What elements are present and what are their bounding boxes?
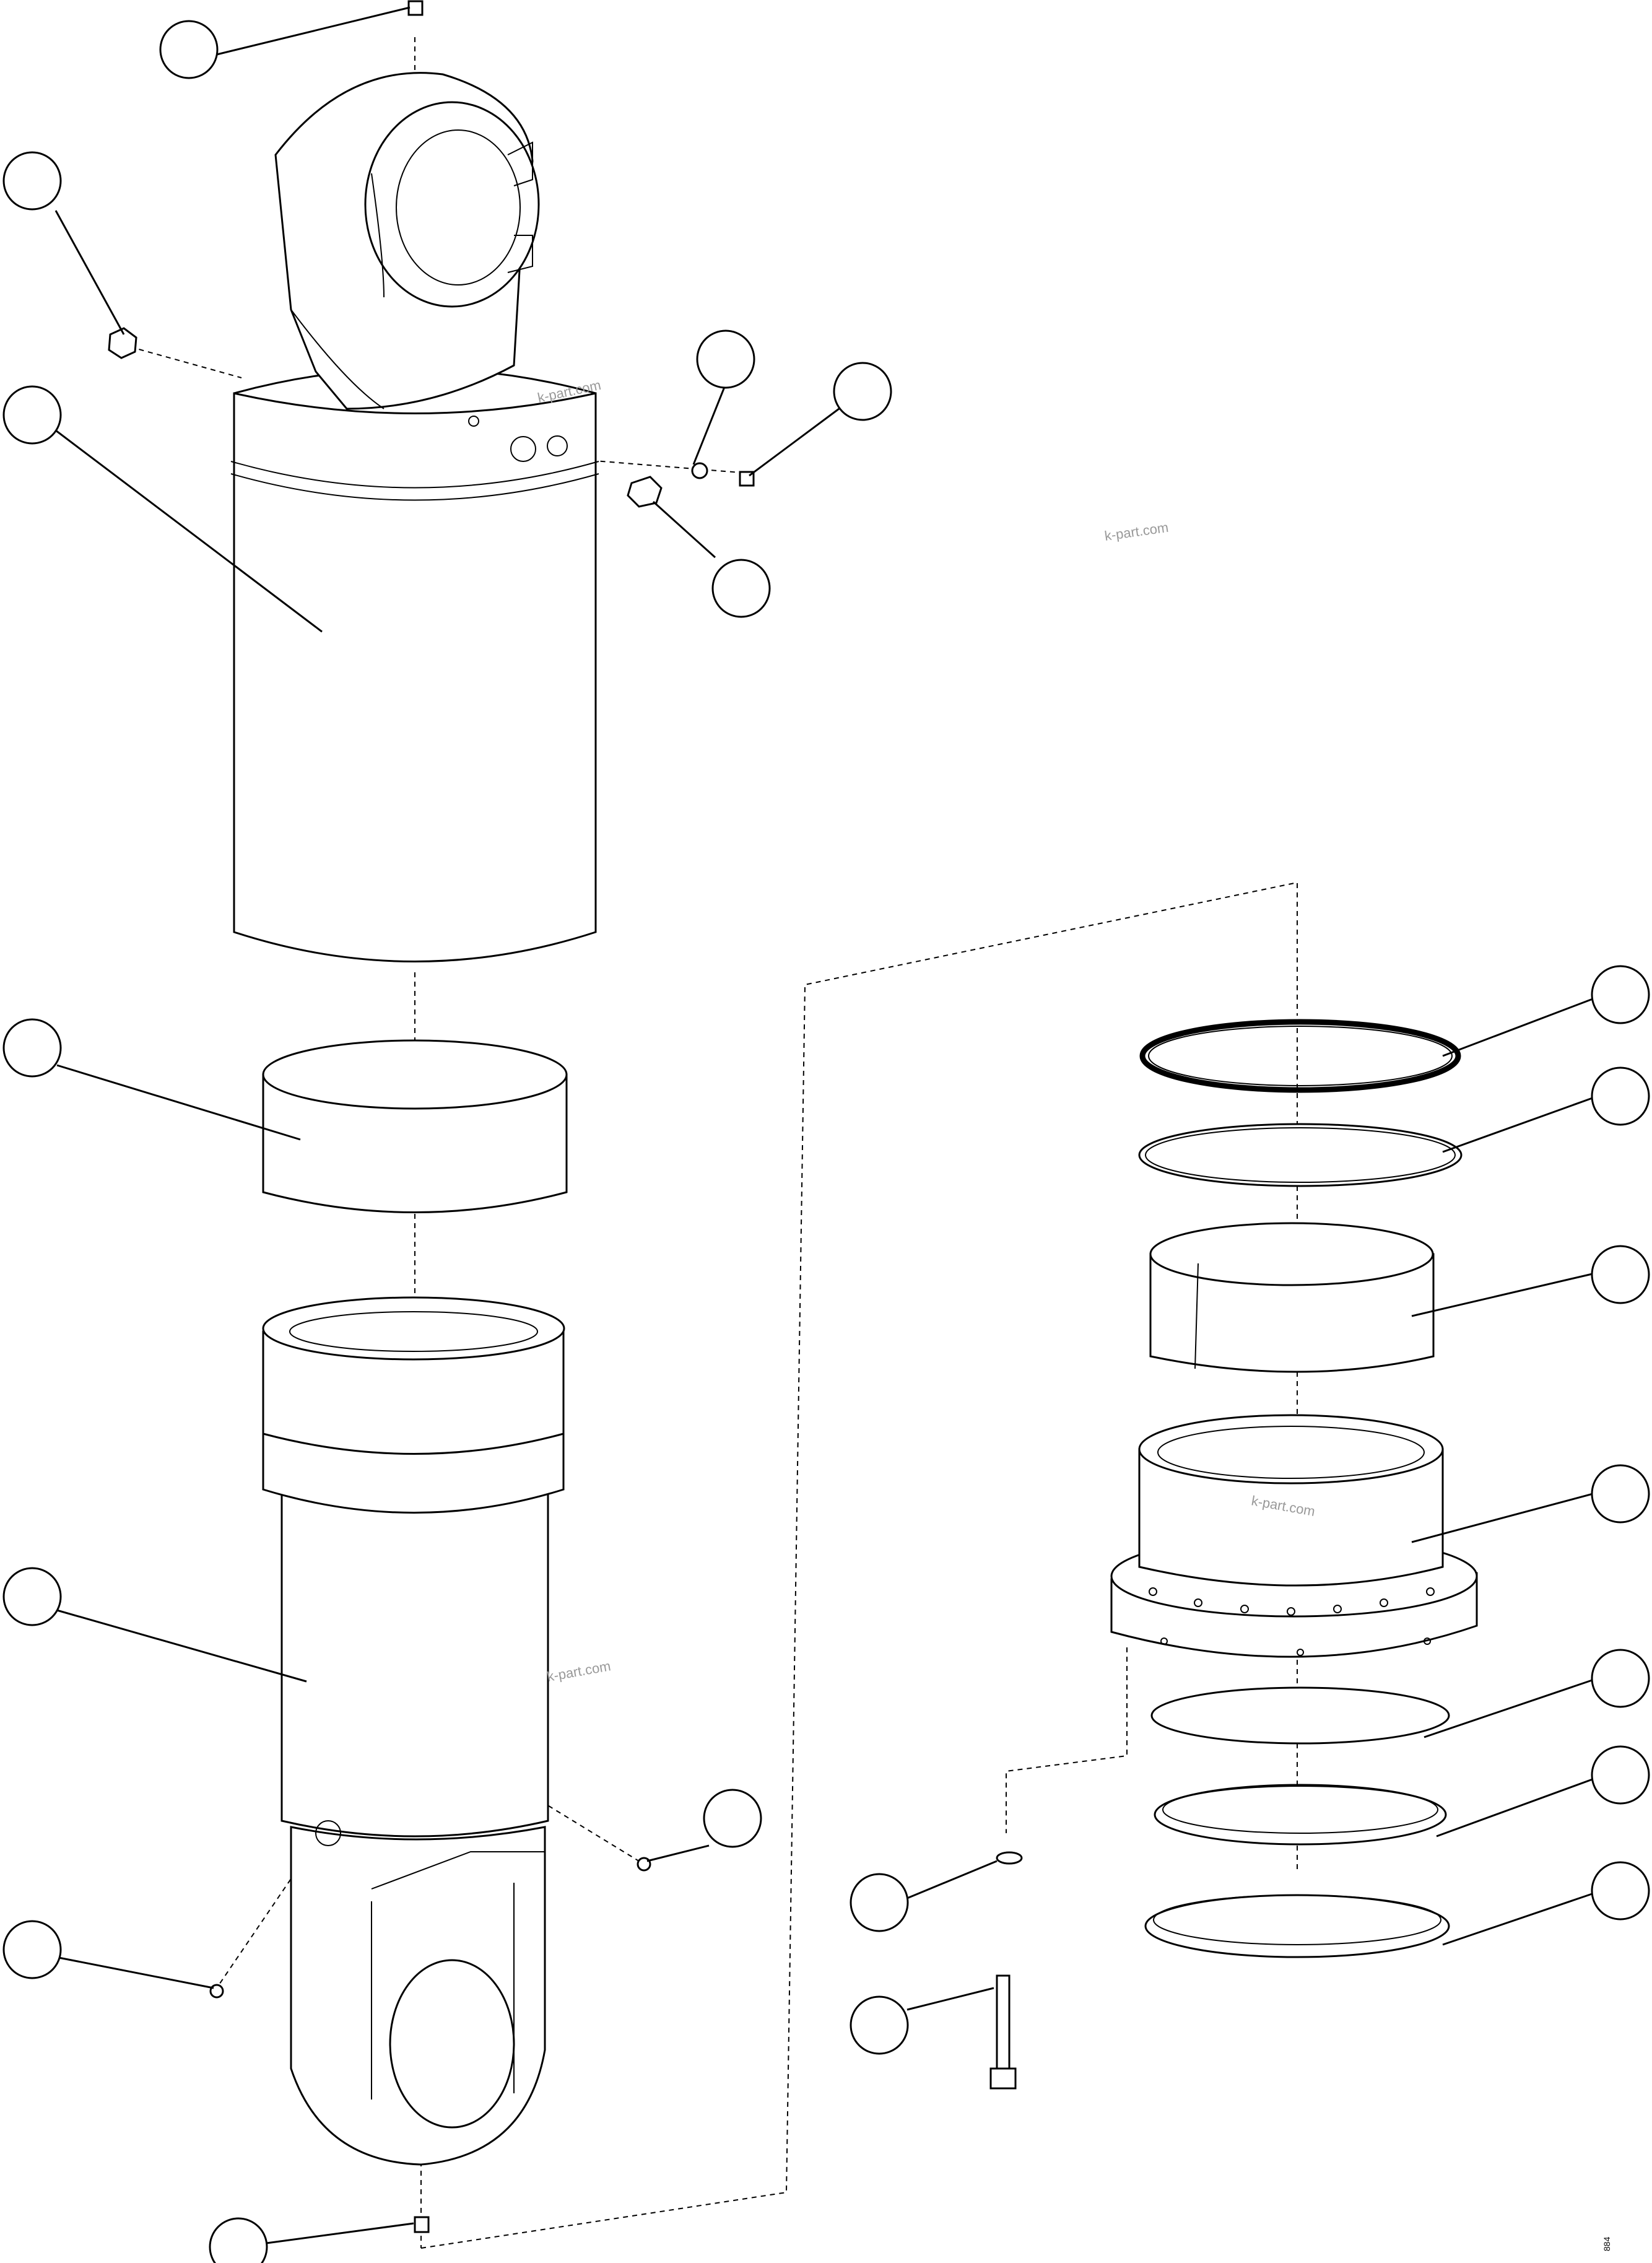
cylinder-barrel bbox=[230, 367, 599, 962]
bolt-and-washer bbox=[989, 1851, 1023, 2090]
wear-sleeve bbox=[262, 1039, 568, 1213]
seal-stack bbox=[1138, 1019, 1463, 1187]
callout-balloon bbox=[1591, 1066, 1650, 1126]
top-fittings bbox=[108, 0, 755, 508]
callout-balloon bbox=[2, 1920, 62, 1979]
bottom-rod-eye bbox=[290, 1820, 546, 2166]
watermark: k-part.com bbox=[546, 1658, 612, 1685]
callout-balloon bbox=[1591, 1464, 1650, 1524]
leader-lines bbox=[54, 6, 1598, 2244]
callout-balloon bbox=[833, 362, 892, 421]
drawing-code: 884 bbox=[1602, 2236, 1612, 2251]
gland-sleeve bbox=[1149, 1222, 1435, 1373]
top-rod-eye bbox=[274, 72, 540, 410]
callout-balloon bbox=[711, 559, 771, 618]
callout-balloon bbox=[209, 2217, 268, 2263]
callout-balloon bbox=[2, 1018, 62, 1078]
callout-balloon bbox=[1591, 1745, 1650, 1805]
callout-balloon bbox=[159, 20, 219, 79]
callout-balloon bbox=[703, 1789, 762, 1848]
lower-seal-rings bbox=[1144, 1686, 1450, 1958]
callout-balloons bbox=[2, 20, 1650, 2263]
bolt-holes bbox=[1149, 1587, 1435, 1656]
gland-flange bbox=[1110, 1414, 1478, 1658]
rod-tube bbox=[262, 1296, 565, 1838]
watermark: k-part.com bbox=[1103, 520, 1169, 544]
bottom-fittings bbox=[209, 1857, 651, 2233]
callout-balloon bbox=[1591, 1861, 1650, 1921]
callout-balloon bbox=[2, 151, 62, 211]
callout-balloon bbox=[1591, 1649, 1650, 1708]
callout-balloon bbox=[1591, 1245, 1650, 1304]
callout-balloon bbox=[1591, 965, 1650, 1024]
callout-balloon bbox=[850, 1995, 909, 2055]
callout-balloon bbox=[2, 385, 62, 445]
callout-balloon bbox=[696, 329, 755, 389]
callout-balloon bbox=[850, 1873, 909, 1932]
callout-balloon bbox=[2, 1567, 62, 1626]
